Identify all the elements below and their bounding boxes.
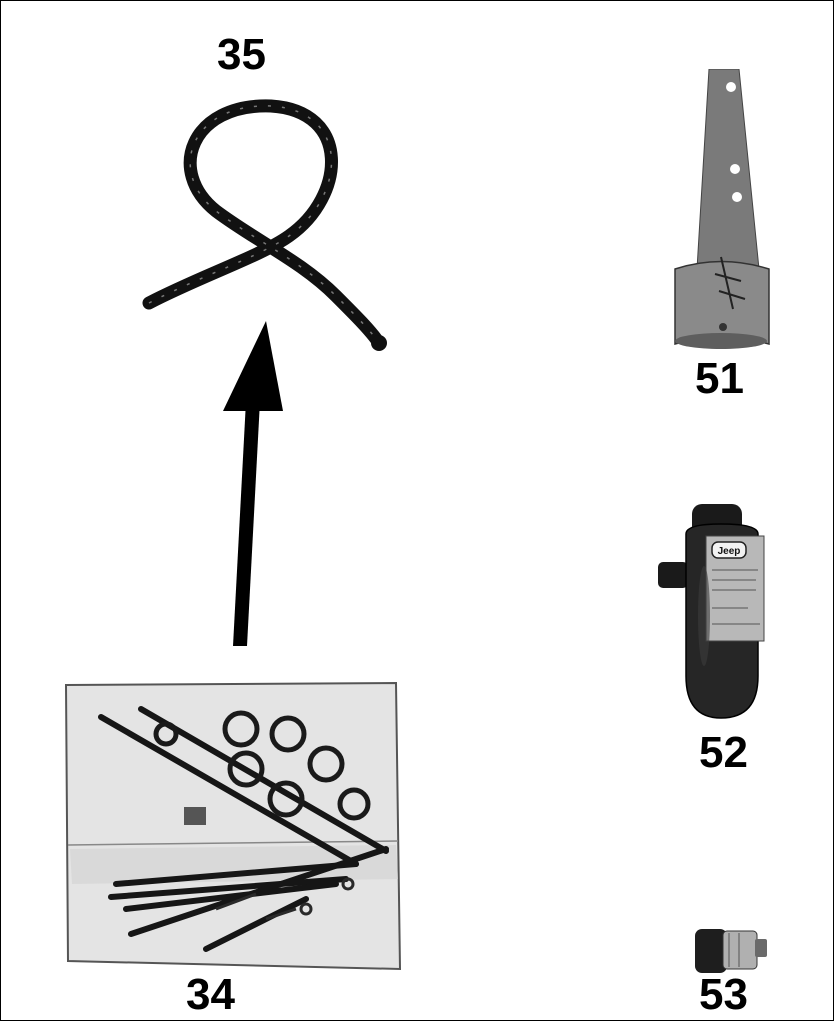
arrow-icon [211,316,291,656]
part-35-label: 35 [217,33,266,77]
hardware-bag-image [56,679,406,974]
part-51-label: 51 [695,357,744,401]
part-34-label: 34 [186,973,235,1017]
part-52-label: 52 [699,731,748,775]
part-53-label: 53 [699,973,748,1017]
receiver-drier-image: Jeep [656,496,786,726]
bracket-image [661,69,781,354]
drier-brand-text: Jeep [718,546,741,557]
